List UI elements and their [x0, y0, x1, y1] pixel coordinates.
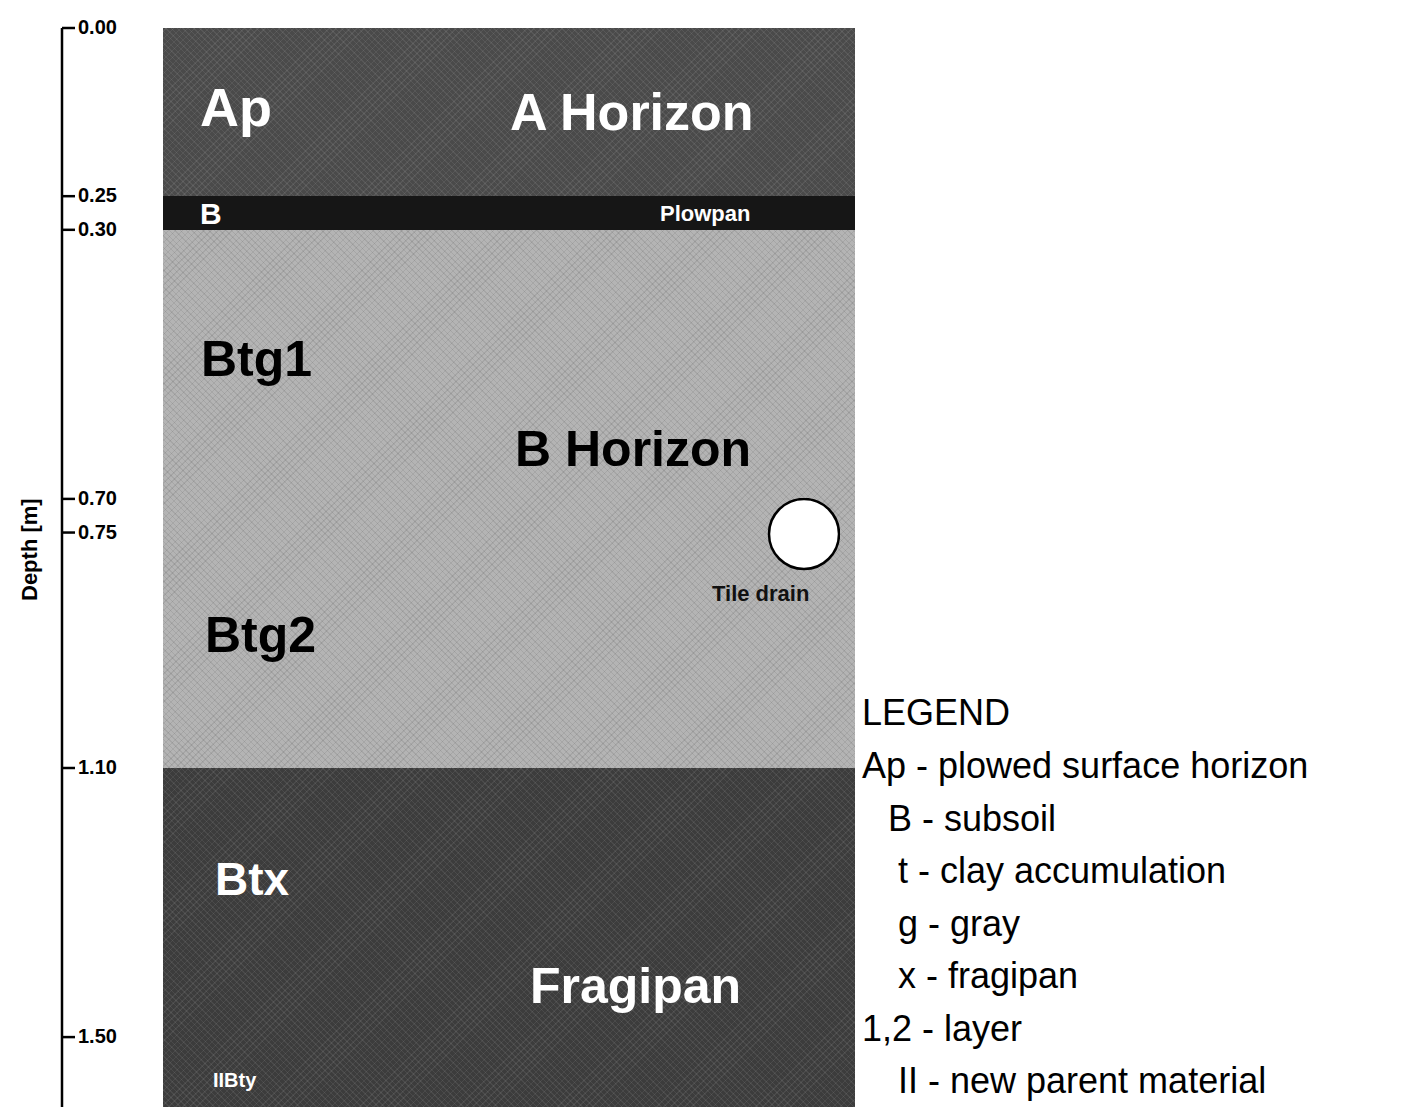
axis-title: Depth [m]: [19, 501, 41, 601]
depth-tick-label: 0.30: [78, 219, 117, 239]
legend-entry: 1,2 - layer: [862, 1011, 1022, 1047]
horizon-label: A Horizon: [510, 86, 754, 138]
legend-title: LEGEND: [862, 695, 1010, 731]
axis-tick: [62, 27, 75, 30]
depth-tick-label: 1.10: [78, 757, 117, 777]
tile-drain: Tile drain: [708, 498, 840, 610]
legend-entry: II - new parent material: [898, 1063, 1266, 1099]
horizon-label: Btg2: [205, 610, 316, 660]
legend-entry: x - fragipan: [898, 958, 1078, 994]
depth-tick-label: 0.70: [78, 488, 117, 508]
horizon-label: Btg1: [201, 334, 312, 384]
b-horizon-band: Btg1 B HorizonBtg2 Tile drain: [163, 230, 855, 768]
horizon-label: B: [200, 199, 222, 229]
axis-tick: [62, 1036, 75, 1039]
depth-tick-label: 1.50: [78, 1026, 117, 1046]
axis-line: [61, 28, 64, 1107]
horizon-label: Fragipan: [530, 961, 741, 1011]
pipe-outline: [769, 499, 839, 569]
axis-tick: [62, 229, 75, 232]
horizon-label: IIBty: [213, 1070, 256, 1090]
legend-entry: t - clay accumulation: [898, 853, 1226, 889]
fragipan-band: BtxFragipanIIBty: [163, 768, 855, 1107]
a-horizon-band: Ap A Horizon: [163, 28, 855, 196]
depth-tick-label: 0.25: [78, 185, 117, 205]
legend-entry: B - subsoil: [888, 801, 1056, 837]
axis-tick: [62, 767, 75, 770]
horizon-label: Ap: [200, 80, 272, 134]
horizon-label: Tile drain: [712, 583, 809, 605]
plowpan-band: B Plowpan: [163, 196, 855, 230]
legend-entry: Ap - plowed surface horizon: [862, 748, 1308, 784]
horizon-label: Btx: [215, 856, 289, 902]
horizon-label: Plowpan: [660, 203, 750, 225]
legend-entry: g - gray: [898, 906, 1020, 942]
depth-tick-label: 0.00: [78, 17, 117, 37]
depth-tick-label: 0.75: [78, 522, 117, 542]
horizon-label: B Horizon: [515, 424, 751, 474]
axis-tick: [62, 498, 75, 501]
axis-tick: [62, 531, 75, 534]
axis-tick: [62, 195, 75, 198]
